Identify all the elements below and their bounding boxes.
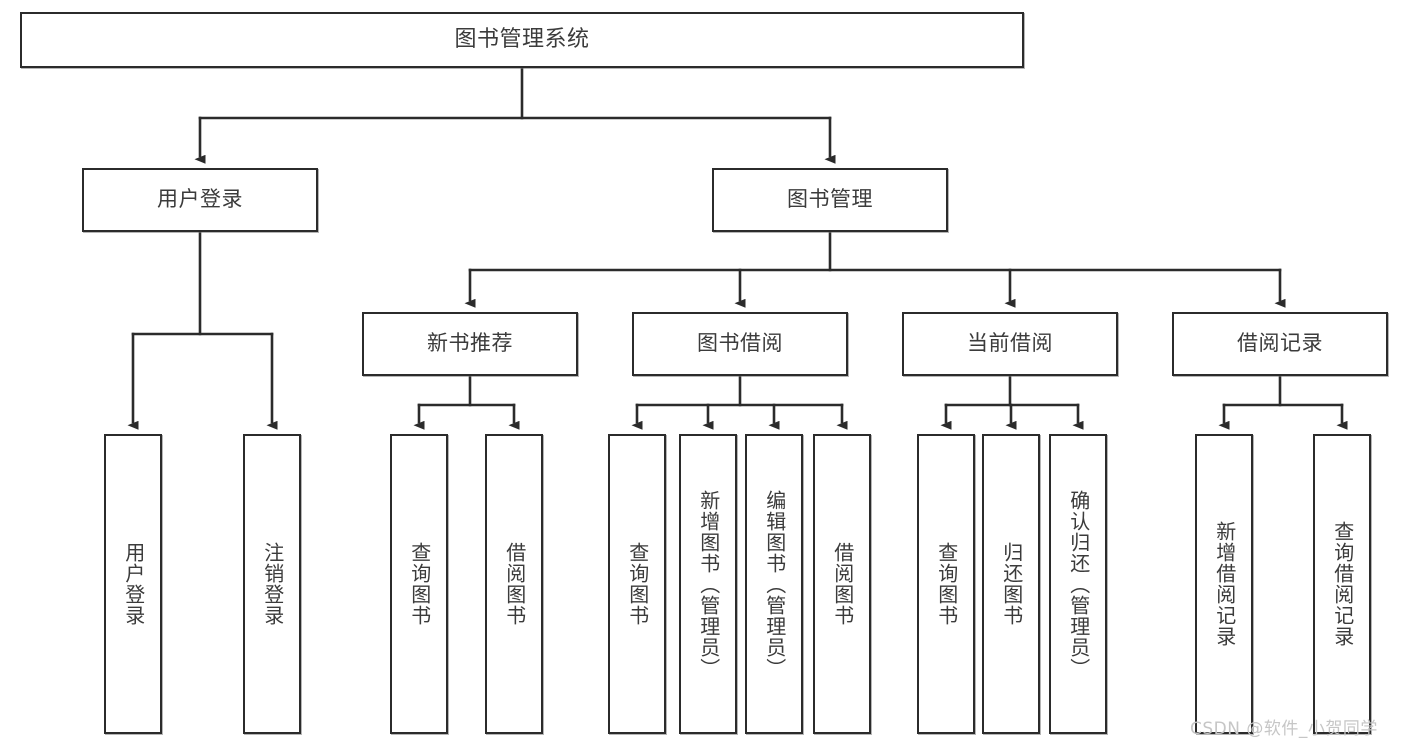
leaf-confirm-return-admin[interactable]: 确认归还（管理员） bbox=[1049, 434, 1107, 734]
node-label: 确认归还（管理员） bbox=[1066, 489, 1091, 679]
leaf-query-book-borrow[interactable]: 查询图书 bbox=[608, 434, 666, 734]
watermark: CSDN @软件_小贺同学 bbox=[1190, 719, 1378, 739]
node-root[interactable]: 图书管理系统 bbox=[20, 12, 1024, 68]
node-user-login[interactable]: 用户登录 bbox=[82, 168, 318, 232]
node-book-management[interactable]: 图书管理 bbox=[712, 168, 948, 232]
node-label: 图书管理 bbox=[787, 187, 873, 212]
node-label: 查询借阅记录 bbox=[1330, 521, 1355, 647]
leaf-query-book-current[interactable]: 查询图书 bbox=[917, 434, 975, 734]
node-label: 用户登录 bbox=[121, 542, 146, 626]
leaf-add-book-admin[interactable]: 新增图书（管理员） bbox=[679, 434, 737, 734]
node-current-borrow[interactable]: 当前借阅 bbox=[902, 312, 1118, 376]
leaf-query-book-recommend[interactable]: 查询图书 bbox=[390, 434, 448, 734]
node-label: 查询图书 bbox=[625, 542, 650, 626]
node-label: 借阅记录 bbox=[1237, 331, 1323, 356]
node-label: 归还图书 bbox=[999, 542, 1024, 626]
node-label: 注销登录 bbox=[260, 542, 285, 626]
node-label: 查询图书 bbox=[407, 542, 432, 626]
node-book-borrow[interactable]: 图书借阅 bbox=[632, 312, 848, 376]
node-label: 图书管理系统 bbox=[454, 26, 590, 52]
node-label: 新书推荐 bbox=[427, 331, 513, 356]
node-label: 图书借阅 bbox=[697, 331, 783, 356]
node-label: 用户登录 bbox=[157, 187, 243, 212]
leaf-borrow-book[interactable]: 借阅图书 bbox=[813, 434, 871, 734]
leaf-edit-book-admin[interactable]: 编辑图书（管理员） bbox=[745, 434, 803, 734]
node-new-book-recommend[interactable]: 新书推荐 bbox=[362, 312, 578, 376]
node-borrow-record[interactable]: 借阅记录 bbox=[1172, 312, 1388, 376]
leaf-query-borrow-record[interactable]: 查询借阅记录 bbox=[1313, 434, 1371, 734]
node-label: 新增图书（管理员） bbox=[696, 489, 721, 679]
leaf-user-login[interactable]: 用户登录 bbox=[104, 434, 162, 734]
node-label: 查询图书 bbox=[934, 542, 959, 626]
leaf-return-book[interactable]: 归还图书 bbox=[982, 434, 1040, 734]
leaf-logout[interactable]: 注销登录 bbox=[243, 434, 301, 734]
node-label: 当前借阅 bbox=[967, 331, 1053, 356]
leaf-add-borrow-record[interactable]: 新增借阅记录 bbox=[1195, 434, 1253, 734]
node-label: 借阅图书 bbox=[830, 542, 855, 626]
node-label: 编辑图书（管理员） bbox=[762, 489, 787, 679]
leaf-borrow-book-recommend[interactable]: 借阅图书 bbox=[485, 434, 543, 734]
node-label: 新增借阅记录 bbox=[1212, 521, 1237, 647]
node-label: 借阅图书 bbox=[502, 542, 527, 626]
